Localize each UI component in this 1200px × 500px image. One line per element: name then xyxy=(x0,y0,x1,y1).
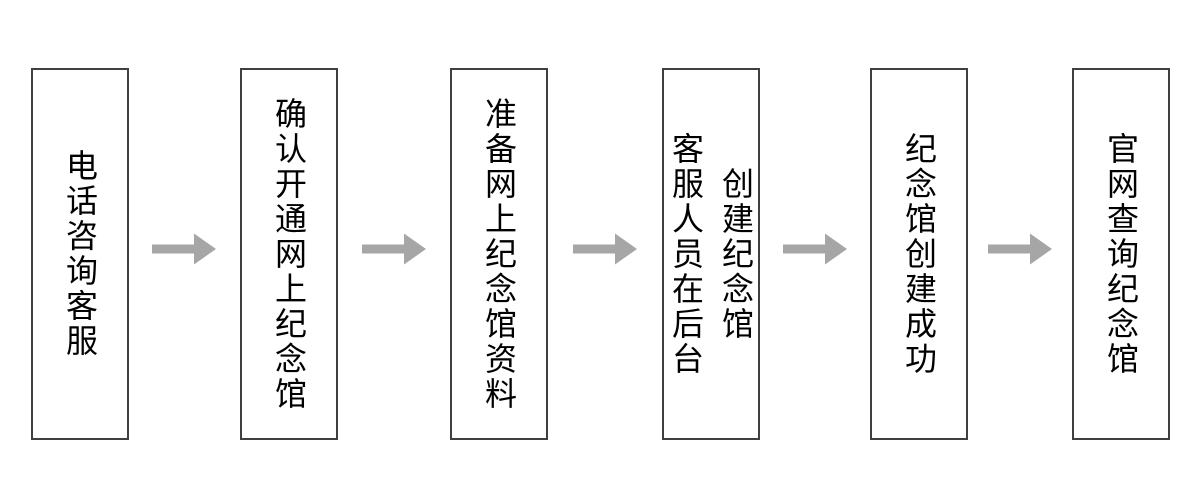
flow-step-backend-create: 客服人员在后台 创建纪念馆 xyxy=(662,68,760,440)
flow-step-site-query: 官网查询纪念馆 xyxy=(1072,68,1170,440)
flow-step-prepare-materials: 准备网上纪念馆资料 xyxy=(450,68,548,440)
flow-step-4-label-col-2: 创建纪念馆 xyxy=(718,166,754,342)
arrow-right-icon xyxy=(573,233,637,265)
flow-step-phone-consult: 电话咨询客服 xyxy=(31,68,129,440)
flow-step-2-label: 确认开通网上纪念馆 xyxy=(271,96,307,412)
flow-step-1-label: 电话咨询客服 xyxy=(62,149,98,359)
flow-step-5-label: 纪念馆创建成功 xyxy=(901,131,937,377)
flow-step-3-label: 准备网上纪念馆资料 xyxy=(481,96,517,412)
flow-step-4-label-col-1: 客服人员在后台 xyxy=(668,131,704,377)
arrow-right-icon xyxy=(362,233,426,265)
flow-step-confirm-open: 确认开通网上纪念馆 xyxy=(240,68,338,440)
arrow-right-icon xyxy=(783,233,847,265)
flow-step-6-label: 官网查询纪念馆 xyxy=(1103,131,1139,377)
arrow-right-icon xyxy=(988,233,1052,265)
flow-step-create-success: 纪念馆创建成功 xyxy=(870,68,968,440)
arrow-right-icon xyxy=(152,233,216,265)
